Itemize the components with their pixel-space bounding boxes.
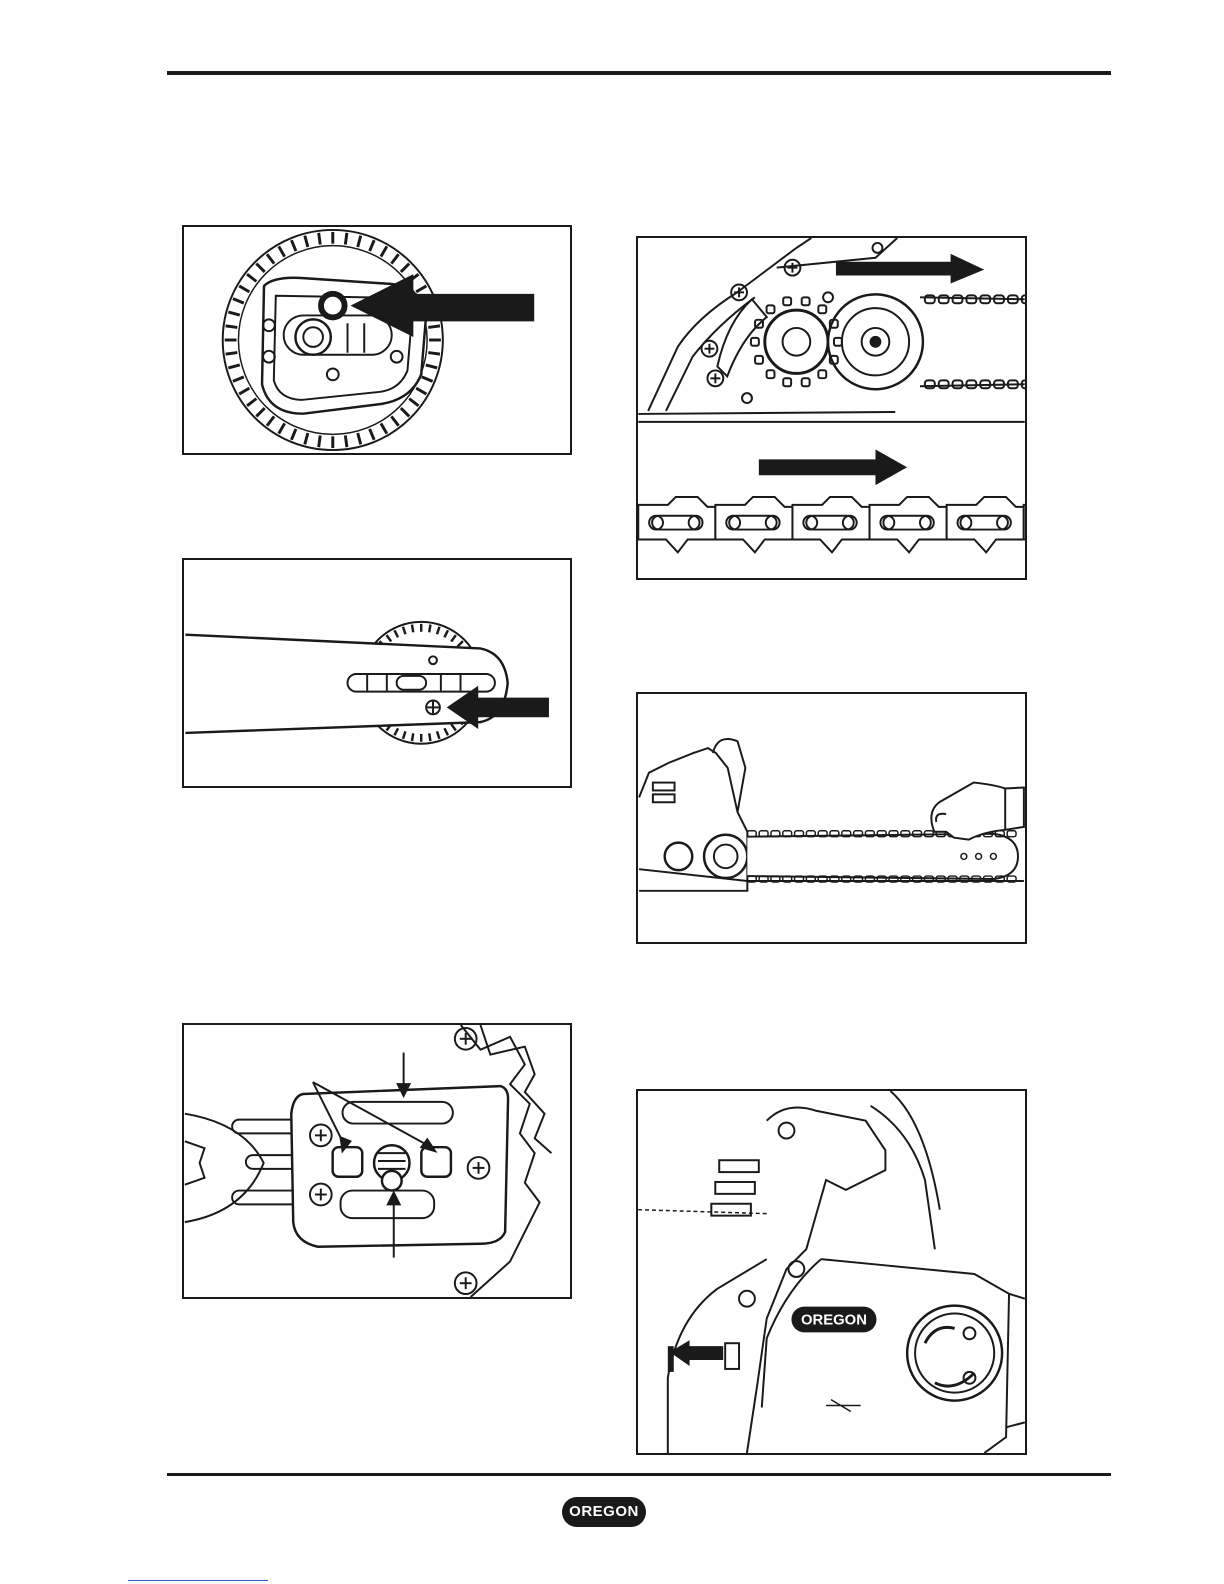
bar-adjust-illustration — [184, 560, 570, 786]
footer-rule — [167, 1473, 1111, 1476]
sprocket-hub-illustration — [184, 227, 570, 453]
arrow-right-icon — [759, 450, 907, 486]
mount-plate-illustration — [184, 1025, 570, 1297]
oregon-logo: OREGON — [562, 1497, 646, 1527]
chain-direction-illustration — [638, 238, 1025, 578]
figure-chain-direction — [636, 236, 1027, 580]
logo-text: OREGON — [562, 1497, 646, 1527]
figure-bar-mount-plate — [182, 1023, 572, 1299]
figure-chain-brake-cover: OREGON — [636, 1089, 1027, 1455]
cover-logo-text: OREGON — [801, 1312, 867, 1328]
figure-sprocket-hub — [182, 225, 572, 455]
arrow-right-icon — [836, 254, 984, 284]
header-rule — [167, 71, 1111, 75]
brake-cover-illustration: OREGON — [638, 1091, 1025, 1453]
arrow-left-icon — [670, 1340, 723, 1366]
chain-tension-illustration — [638, 694, 1025, 942]
figure-chain-tension — [636, 692, 1027, 944]
figure-bar-adjust — [182, 558, 572, 788]
footer-link-underline[interactable] — [128, 1580, 268, 1581]
